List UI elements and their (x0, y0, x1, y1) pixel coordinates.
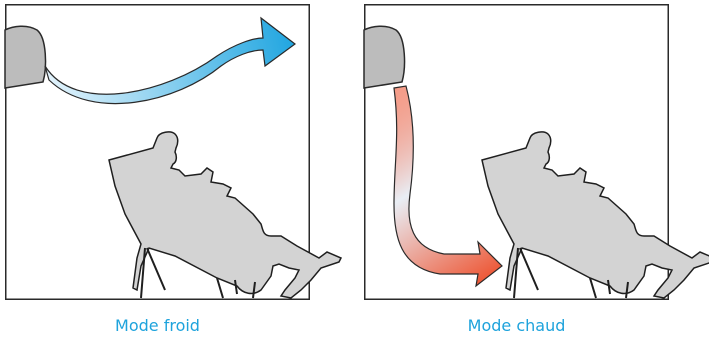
warm-mode-panel (364, 4, 669, 300)
cold-mode-caption: Mode froid (5, 317, 310, 335)
ac-unit-icon (364, 26, 404, 88)
ac-unit-icon (5, 26, 45, 88)
cold-mode-illustration (5, 4, 310, 300)
warm-mode-illustration (364, 4, 669, 300)
warm-mode-caption: Mode chaud (364, 317, 669, 335)
cold-mode-panel (5, 4, 310, 300)
